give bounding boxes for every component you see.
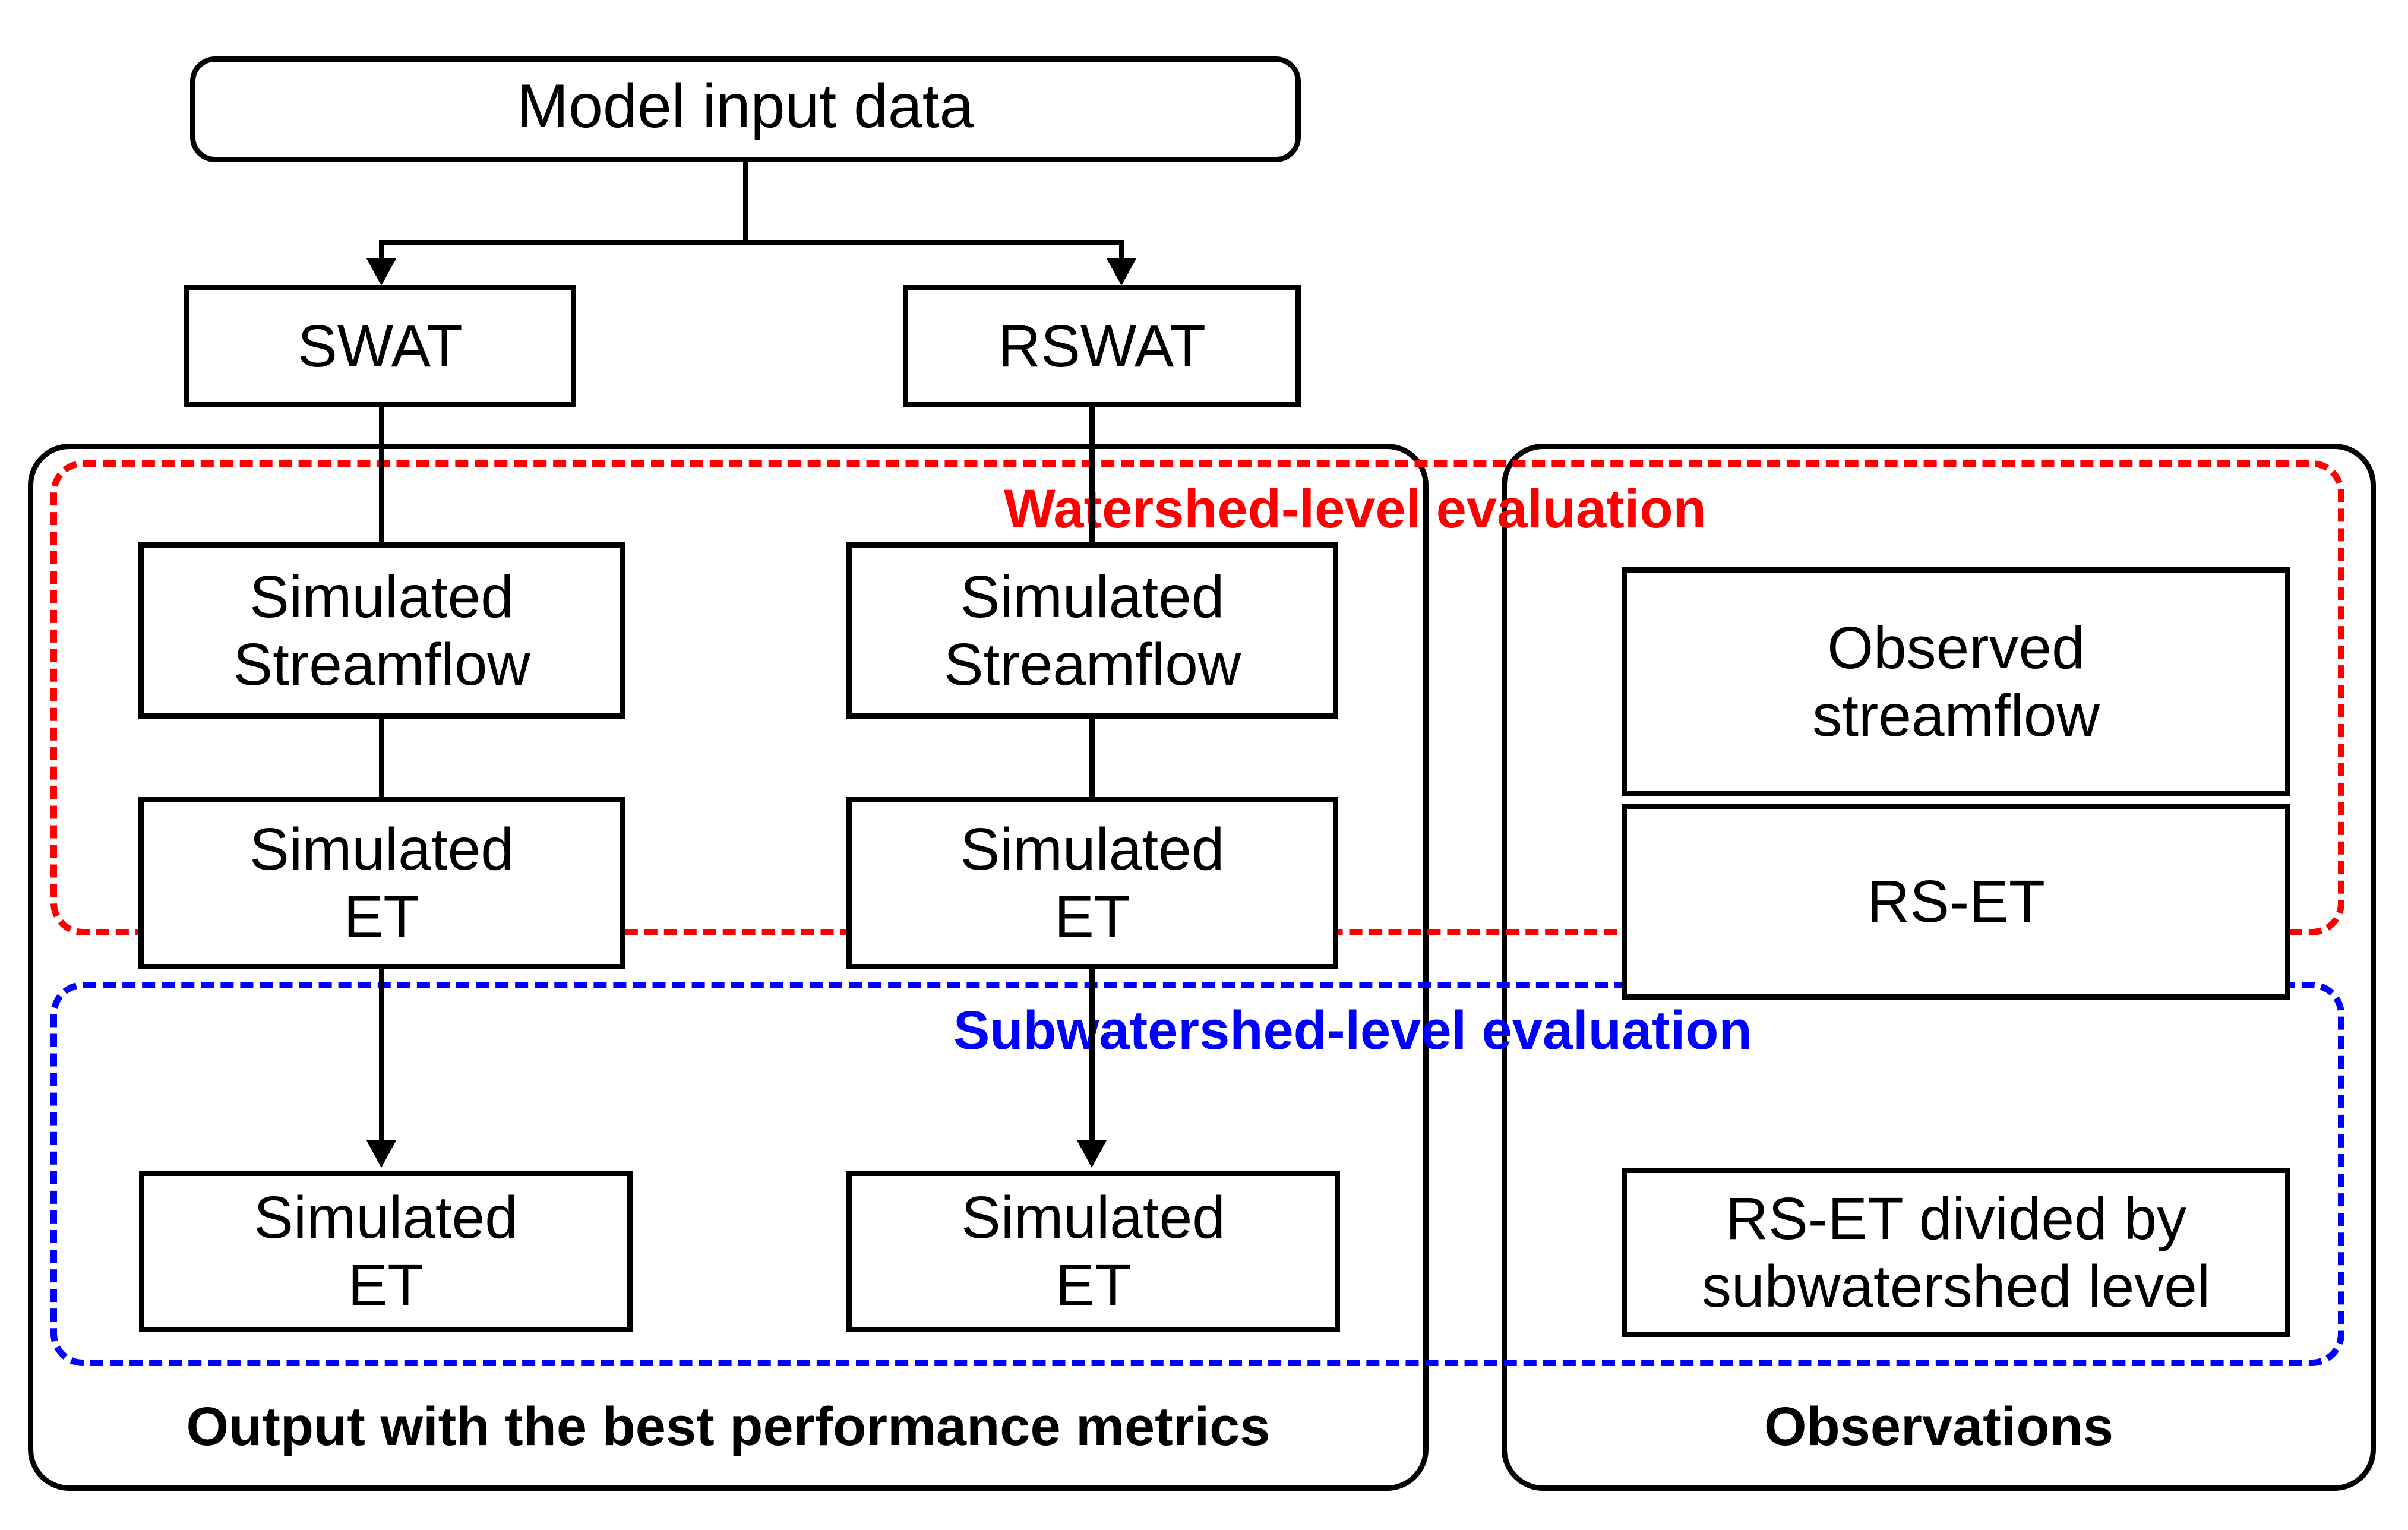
- rswat-simulated-streamflow-box: Simulated Streamflow: [846, 542, 1338, 719]
- rswat-simulated-et-box: Simulated ET: [846, 797, 1338, 969]
- rswat-sub-simulated-et-box: Simulated ET: [846, 1171, 1340, 1332]
- connector-model-split: [379, 240, 1124, 245]
- rs-et-box: RS-ET: [1622, 804, 2290, 1000]
- subwatershed-level-region: [50, 982, 2344, 1366]
- swat-simulated-et-box: Simulated ET: [138, 797, 625, 969]
- watershed-level-label: Watershed-level evaluation: [1004, 479, 1707, 539]
- observations-container-caption: Observations: [1764, 1396, 2113, 1457]
- model-input-data-label: Model input data: [517, 72, 974, 141]
- connector-rswat-streamflow-to-et: [1089, 719, 1095, 797]
- swat-sub-et-line2: ET: [347, 1252, 424, 1319]
- connector-rswat-et-to-sub-et: [1089, 969, 1095, 1148]
- rswat-box: RSWAT: [903, 285, 1301, 407]
- observed-streamflow-box: Observed streamflow: [1622, 567, 2290, 796]
- arrowhead-swat-sub-et: [366, 1140, 396, 1168]
- swat-box: SWAT: [184, 285, 576, 407]
- connector-to-swat: [379, 240, 384, 273]
- connector-swat-to-streamflow: [379, 407, 384, 542]
- swat-et-line2: ET: [343, 884, 420, 950]
- rswat-streamflow-line2: Streamflow: [943, 631, 1241, 698]
- swat-simulated-streamflow-box: Simulated Streamflow: [138, 542, 625, 719]
- rswat-label: RSWAT: [998, 312, 1206, 380]
- rs-et-subwatershed-box: RS-ET divided by subwatershed level: [1622, 1168, 2290, 1337]
- rswat-sub-et-line1: Simulated: [961, 1184, 1225, 1251]
- output-container-caption: Output with the best performance metrics: [186, 1396, 1271, 1457]
- arrowhead-to-swat: [366, 258, 396, 286]
- arrowhead-to-rswat: [1107, 258, 1136, 286]
- swat-et-line1: Simulated: [249, 816, 514, 883]
- rswat-et-line1: Simulated: [960, 816, 1225, 883]
- observed-streamflow-line2: streamflow: [1812, 682, 2100, 749]
- swat-label: SWAT: [298, 312, 463, 380]
- rswat-et-line2: ET: [1054, 884, 1130, 950]
- subwatershed-level-label: Subwatershed-level evaluation: [953, 1000, 1752, 1061]
- swat-streamflow-line2: Streamflow: [233, 631, 530, 698]
- connector-to-rswat: [1119, 240, 1124, 273]
- observations-container: [1502, 444, 2376, 1491]
- observed-streamflow-line1: Observed: [1827, 614, 2085, 681]
- connector-model-trunk: [743, 162, 748, 242]
- rswat-sub-et-line2: ET: [1055, 1252, 1132, 1319]
- connector-swat-et-to-sub-et: [379, 969, 384, 1148]
- rs-et-sub-line2: subwatershed level: [1701, 1253, 2211, 1320]
- rs-et-label: RS-ET: [1867, 868, 2045, 935]
- rswat-streamflow-line1: Simulated: [960, 563, 1225, 630]
- connector-swat-streamflow-to-et: [379, 719, 384, 797]
- swat-streamflow-line1: Simulated: [249, 563, 514, 630]
- swat-sub-et-line1: Simulated: [254, 1184, 518, 1251]
- output-container: [28, 444, 1429, 1491]
- connector-rswat-to-streamflow: [1089, 407, 1095, 542]
- swat-sub-simulated-et-box: Simulated ET: [139, 1171, 633, 1332]
- model-input-data-box: [190, 56, 1301, 162]
- rs-et-sub-line1: RS-ET divided by: [1725, 1185, 2187, 1252]
- arrowhead-rswat-sub-et: [1077, 1140, 1107, 1168]
